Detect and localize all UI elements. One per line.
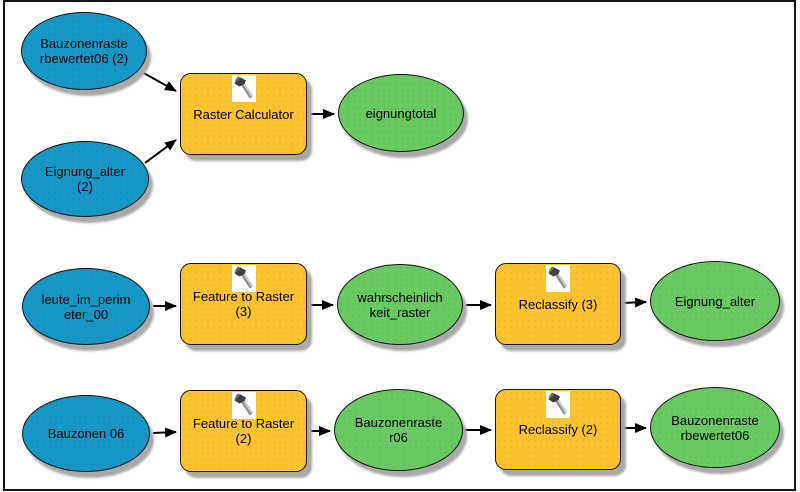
tool-node-feature-to-raster-3[interactable]: Feature to Raster (3) [180,263,307,345]
connector-arrow [144,139,177,164]
hammer-icon [231,392,256,419]
node-label: Eignung_alter [674,293,756,309]
node-label: Bauzonenraste rbewertet06 (2) [39,36,129,66]
connector-arrow [139,70,177,92]
node-label: leute_im_perim eter_00 [41,291,131,322]
node-label: eignungtotal [365,105,437,121]
node-label: Feature to Raster (2) [192,416,295,446]
node-label: Reclassify (3) [518,296,598,312]
input-node-leute-im-perimeter-00[interactable]: leute_im_perim eter_00 [22,268,150,345]
input-node-bauzonen-06[interactable]: Bauzonen 06 [22,395,150,472]
connector-arrow [152,427,177,438]
node-label: Bauzonen 06 [47,426,125,441]
node-label: Feature to Raster (3) [192,289,295,319]
node-label: Bauzonenraste rbewertet06 [671,412,759,443]
output-node-wahrscheinlichkeit-raster[interactable]: wahrscheinlich keit_raster [337,264,463,345]
output-node-bauzonenraster06[interactable]: Bauzonenraste r06 [334,389,463,471]
node-label: Eignung_alter (2) [44,164,126,194]
tool-node-reclassify-2[interactable]: Reclassify (2) [495,389,621,470]
tool-node-feature-to-raster-2[interactable]: Feature to Raster (2) [180,390,307,472]
connector-arrow [622,297,647,308]
hammer-icon [231,265,256,292]
output-node-eignung-alter[interactable]: Eignung_alter [650,261,780,341]
hammer-icon [231,75,256,102]
input-node-eignung-alter-2[interactable]: Eignung_alter (2) [21,141,149,217]
tool-node-reclassify-3[interactable]: Reclassify (3) [495,263,621,345]
node-label: wahrscheinlich keit_raster [357,289,443,320]
input-node-bauzonenrasterbewertet06-2[interactable]: Bauzonenraste rbewertet06 (2) [21,12,147,90]
output-node-bauzonenrasterbewertet06[interactable]: Bauzonenraste rbewertet06 [650,387,780,468]
tool-node-raster-calculator[interactable]: Raster Calculator [180,73,307,155]
node-label: Bauzonenraste r06 [354,415,443,445]
node-label: Reclassify (2) [518,422,598,437]
hammer-icon [546,265,570,292]
node-label: Raster Calculator [193,106,294,122]
output-node-eignungtotal[interactable]: eignungtotal [338,74,464,152]
hammer-icon [546,391,570,418]
